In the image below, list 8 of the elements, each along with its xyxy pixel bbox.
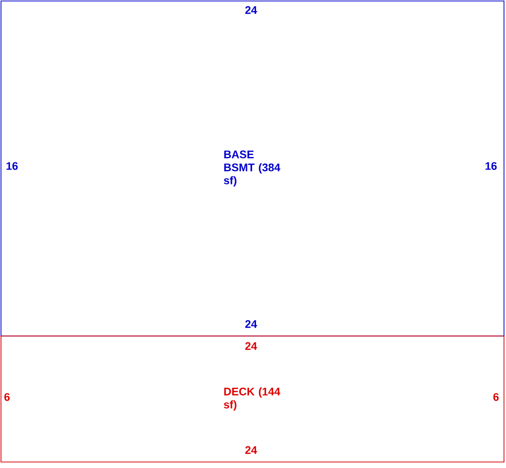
dimension-label: 16 (486, 162, 497, 170)
dimension-label: 24 (245, 6, 258, 14)
dimension-label: 6 (493, 393, 499, 401)
dimension-label: 24 (245, 342, 258, 350)
dimension-label: 16 (6, 162, 18, 170)
dimension-label: 24 (245, 446, 258, 454)
dimension-label: 6 (4, 393, 10, 401)
dimension-label: 24 (245, 320, 258, 328)
